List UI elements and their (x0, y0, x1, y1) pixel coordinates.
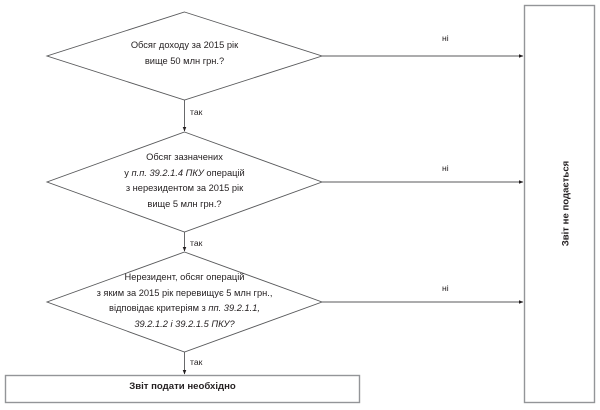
terminal-label-report-not-required: Звіт не подається (560, 160, 572, 247)
terminal-box-report-not-required[interactable] (523, 4, 596, 404)
decision-diamond-2[interactable] (45, 131, 324, 233)
edge-label-yes-2: так (190, 238, 203, 248)
terminal-label-report-required: Звіт подати необхідно (129, 381, 236, 392)
edge-label-no-3: ні (442, 283, 449, 293)
edge-label-yes-3: так (190, 357, 203, 367)
terminal-box-report-required[interactable] (4, 374, 361, 404)
edge-label-yes-1: так (190, 107, 203, 117)
edge-label-no-1: ні (442, 33, 449, 43)
edge-label-no-2: ні (442, 163, 449, 173)
decision-diamond-3[interactable] (45, 251, 324, 353)
decision-diamond-1[interactable] (45, 11, 324, 101)
